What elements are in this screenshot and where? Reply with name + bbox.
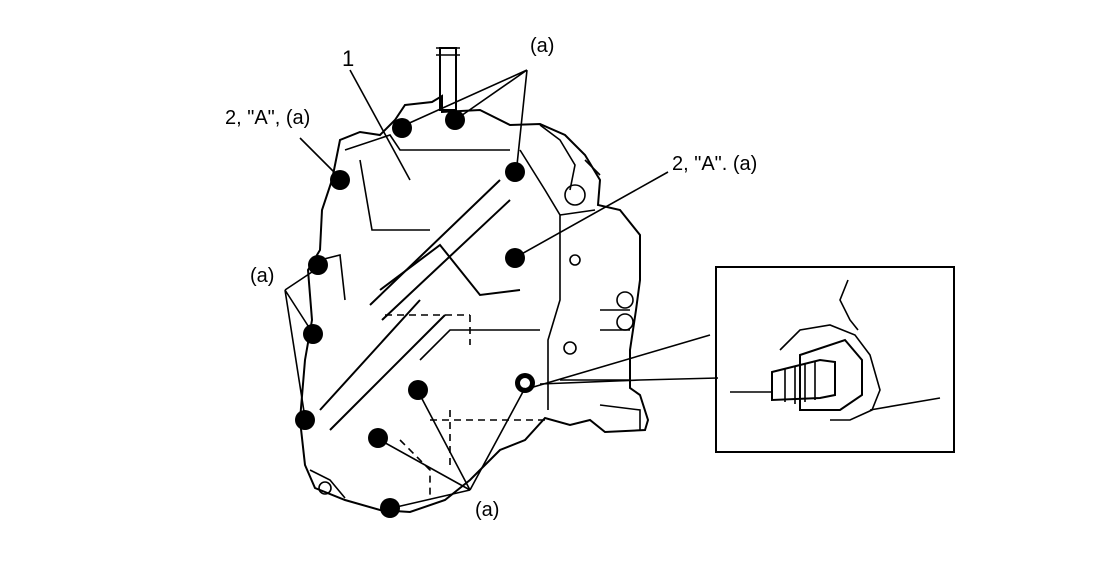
rib-1 <box>369 179 511 321</box>
bolt-markers <box>295 110 535 518</box>
case-outline <box>298 94 650 514</box>
leader-lines <box>284 69 719 509</box>
rib-2 <box>319 299 446 431</box>
label-bolt-a-top: (a) <box>530 35 555 57</box>
label-part-1: 1 <box>342 46 355 71</box>
label-bolt-a-left: (a) <box>250 265 275 287</box>
rib-3 <box>379 243 521 297</box>
label-bolt-a-bottom: (a) <box>475 499 500 521</box>
label-bolt-2a-right: 2, "A". (a) <box>672 153 758 175</box>
label-bolt-2a-left: 2, "A", (a) <box>225 107 311 129</box>
detail-inset <box>715 266 955 453</box>
